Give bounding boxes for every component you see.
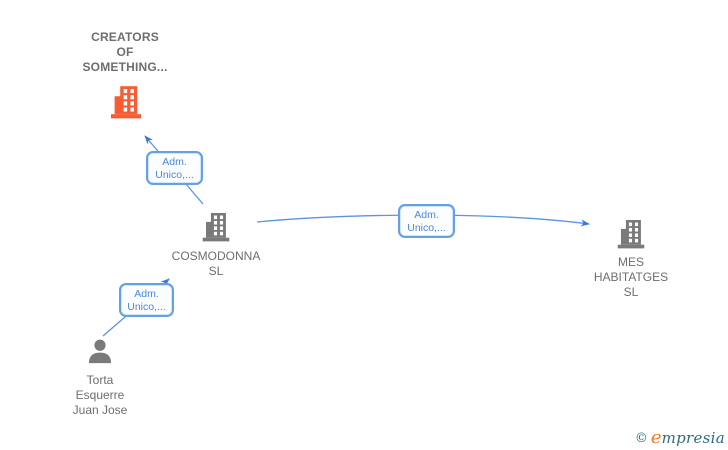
edge-label-line: Unico,... (155, 169, 194, 181)
brand-initial: e (650, 427, 662, 448)
node-label-line: Torta (86, 373, 114, 387)
edge-label-adm-unico-mes[interactable]: Adm. Unico,... (398, 204, 455, 238)
node-label-line: Esquerre (75, 388, 125, 402)
node-label-line: SL (208, 264, 224, 278)
node-label-line: MES (617, 255, 644, 269)
edge-label-line: Adm. (162, 156, 187, 168)
node-label-line: Juan Jose (72, 403, 128, 417)
node-mes-habitatges[interactable]: MES HABITATGES SL (561, 217, 701, 302)
empresia-logo[interactable]: ©empresia (635, 427, 725, 448)
edge-label-line: Unico,... (127, 301, 166, 313)
person-icon (86, 336, 114, 373)
node-label: COSMODONNA SL (146, 249, 286, 279)
node-cosmodonna[interactable]: COSMODONNA SL (146, 210, 286, 280)
edge-label-line: Adm. (414, 209, 439, 221)
node-label: MES HABITATGES SL (561, 255, 701, 300)
node-creators-of-something[interactable]: CREATORS OF SOMETHING... (55, 30, 195, 125)
node-label-line: OF (116, 45, 134, 59)
edge-label-line: Adm. (134, 288, 159, 300)
edge-label-adm-unico-torta[interactable]: Adm. Unico,... (119, 283, 174, 317)
building-icon (201, 210, 231, 248)
node-label-line: COSMODONNA (171, 249, 261, 263)
edge-label-adm-unico-creators[interactable]: Adm. Unico,... (146, 151, 203, 185)
node-label-line: CREATORS (91, 30, 159, 44)
building-icon (616, 217, 646, 255)
node-torta-esquerre-juan-jose[interactable]: Torta Esquerre Juan Jose (30, 336, 170, 421)
node-label: Torta Esquerre Juan Jose (30, 373, 170, 418)
edge-label-line: Unico,... (407, 222, 446, 234)
node-label: CREATORS OF SOMETHING... (55, 30, 195, 75)
brand-text: mpresia (661, 429, 725, 447)
node-label-line: SOMETHING... (82, 60, 168, 74)
copyright-icon: © (634, 431, 648, 446)
node-label-line: HABITATGES (593, 270, 669, 284)
building-icon (109, 83, 143, 125)
node-label-line: SL (623, 285, 639, 299)
